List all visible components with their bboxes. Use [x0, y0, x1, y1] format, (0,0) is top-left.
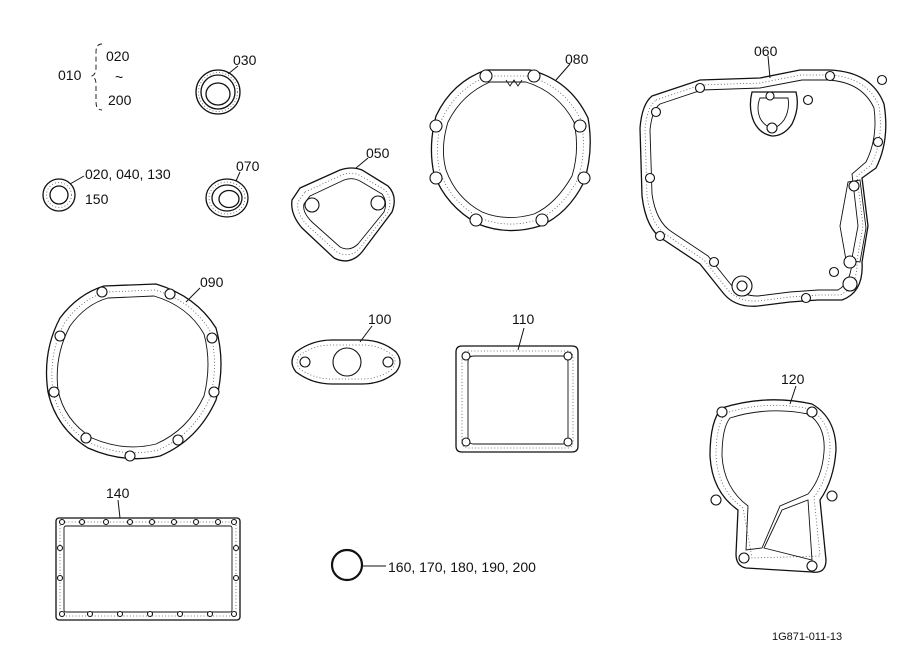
diagram-code: 1G871-011-13: [772, 631, 842, 643]
label-060[interactable]: 060: [754, 43, 778, 59]
part-160-oring[interactable]: 160, 170, 180, 190, 200: [330, 548, 536, 582]
label-090[interactable]: 090: [200, 274, 224, 290]
part-100-gasket[interactable]: 100: [291, 311, 401, 385]
label-110[interactable]: 110: [512, 311, 535, 327]
label-020-040-130[interactable]: 020, 040, 130: [85, 166, 171, 182]
part-010-group: 010 020 ~ 200: [58, 43, 132, 111]
label-050[interactable]: 050: [366, 145, 390, 161]
label-010-to[interactable]: 200: [108, 92, 132, 108]
oil-pan-bolt-holes: [56, 518, 240, 618]
label-030[interactable]: 030: [233, 52, 257, 68]
label-010-from[interactable]: 020: [106, 48, 130, 64]
bracket-010: [90, 43, 103, 111]
part-060-gasket[interactable]: 060: [639, 43, 888, 307]
part-110-gasket[interactable]: 110: [455, 311, 579, 453]
label-160-200[interactable]: 160, 170, 180, 190, 200: [388, 559, 536, 575]
label-010-tilde: ~: [115, 69, 123, 85]
part-020-washer[interactable]: 020, 040, 130 150: [42, 166, 171, 212]
label-150[interactable]: 150: [85, 191, 109, 207]
label-010[interactable]: 010: [58, 67, 82, 83]
part-140-gasket[interactable]: 140: [55, 485, 241, 621]
part-070-oil-seal[interactable]: 070: [205, 158, 260, 218]
part-120-gasket[interactable]: 120: [709, 371, 838, 573]
label-100[interactable]: 100: [368, 311, 392, 327]
label-080[interactable]: 080: [565, 51, 589, 67]
part-080-gasket[interactable]: 080: [429, 51, 591, 232]
label-140[interactable]: 140: [106, 485, 130, 501]
label-070[interactable]: 070: [236, 158, 260, 174]
part-050-gasket[interactable]: 050: [291, 145, 395, 262]
label-120[interactable]: 120: [781, 371, 805, 387]
part-090-gasket[interactable]: 090: [45, 274, 224, 462]
part-030-oil-seal[interactable]: 030: [195, 52, 257, 115]
